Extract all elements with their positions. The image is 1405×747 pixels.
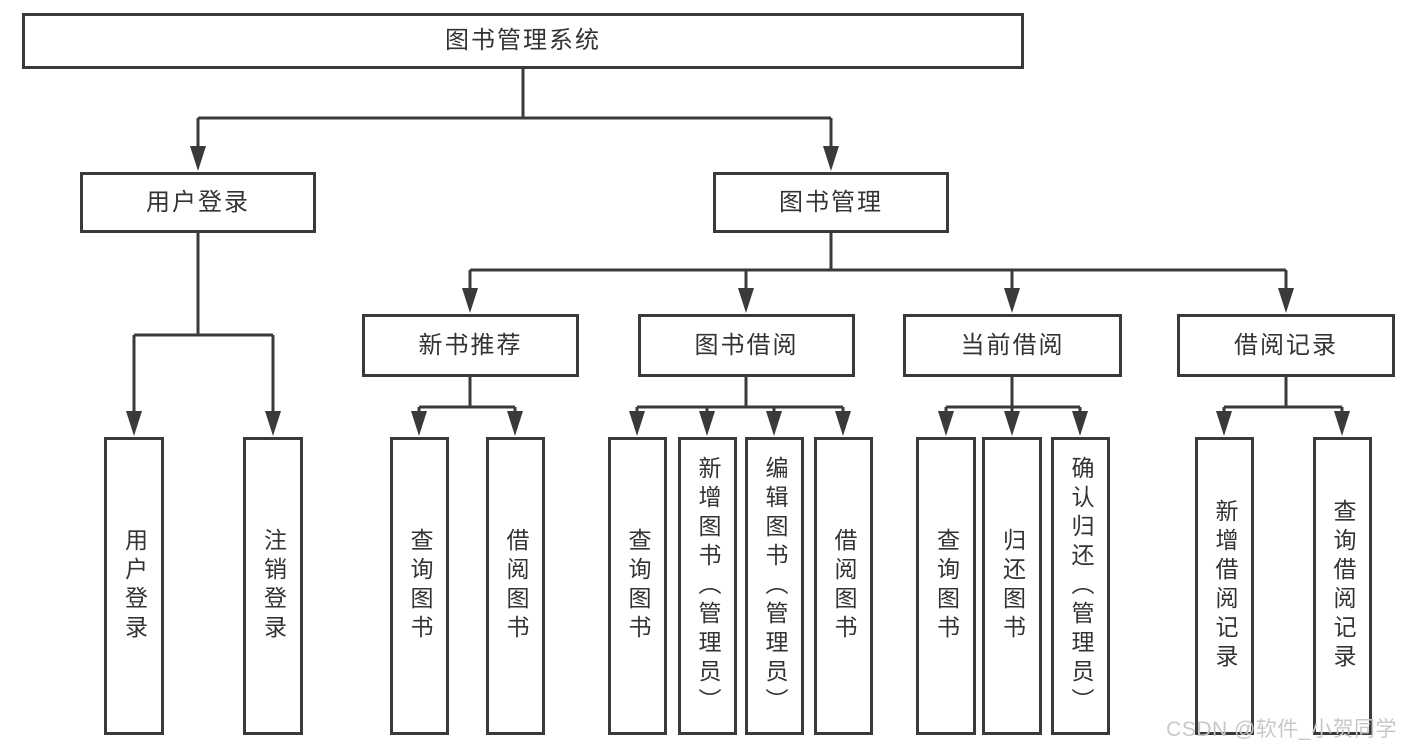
csdn-watermark: CSDN @软件_小贺同学 (1166, 718, 1397, 741)
leaf-borrow-books-recommend: 借阅图书 (486, 437, 545, 735)
leaf-add-borrow-record: 新增借阅记录 (1195, 437, 1254, 735)
leaf-user-login: 用户登录 (104, 437, 164, 735)
leaf-add-book-admin: 新增图书（管理员） (678, 437, 737, 735)
leaf-logout: 注销登录 (243, 437, 303, 735)
leaf-query-borrow-record: 查询借阅记录 (1313, 437, 1372, 735)
node-current-borrowing: 当前借阅 (903, 314, 1122, 377)
node-borrowing-records: 借阅记录 (1177, 314, 1395, 377)
leaf-confirm-return-admin: 确认归还（管理员） (1051, 437, 1110, 735)
node-book-borrowing: 图书借阅 (638, 314, 855, 377)
node-book-management: 图书管理 (713, 172, 949, 233)
arrowheads (126, 146, 1350, 436)
leaf-borrow-books: 借阅图书 (814, 437, 873, 735)
leaf-query-books-current: 查询图书 (916, 437, 976, 735)
leaf-return-book: 归还图书 (982, 437, 1042, 735)
node-library-management-system: 图书管理系统 (22, 13, 1024, 69)
node-user-login: 用户登录 (80, 172, 316, 233)
leaf-query-books-recommend: 查询图书 (390, 437, 449, 735)
leaf-query-books-borrowing: 查询图书 (608, 437, 667, 735)
leaf-edit-book-admin: 编辑图书（管理员） (745, 437, 804, 735)
node-new-book-recommend: 新书推荐 (362, 314, 579, 377)
